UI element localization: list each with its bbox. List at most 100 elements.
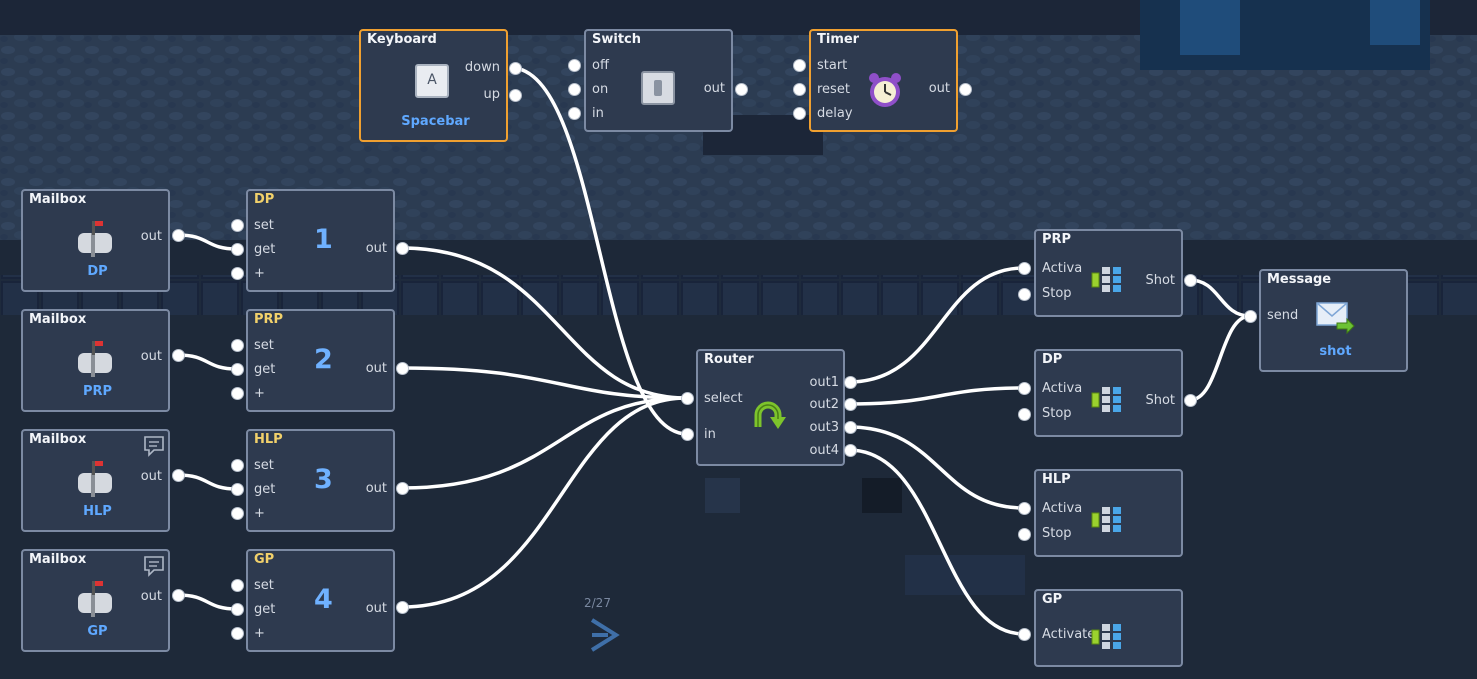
- weapon-node-gp[interactable]: GP Activate: [1034, 589, 1183, 667]
- weapon-hlp-activate-port[interactable]: [1018, 502, 1031, 515]
- variable-gp-set-port[interactable]: [231, 579, 244, 592]
- router-node[interactable]: Router select in out1 out2 out3 out4: [696, 349, 845, 466]
- out-port-label: out: [140, 469, 162, 484]
- switch-in-port[interactable]: [568, 107, 581, 120]
- mailbox-node-dp[interactable]: Mailbox DP out: [21, 189, 170, 292]
- activate-port-label: Activa: [1042, 261, 1083, 276]
- shot-port-label: Shot: [1145, 393, 1175, 408]
- weapon-node-prp[interactable]: PRP Activa Stop Shot: [1034, 229, 1183, 317]
- timer-start-port[interactable]: [793, 59, 806, 72]
- variable-dp-out-port[interactable]: [396, 242, 409, 255]
- envelope-send-icon: [1316, 302, 1355, 335]
- weapon-prp-activate-port[interactable]: [1018, 262, 1031, 275]
- node-title: Message: [1267, 272, 1332, 287]
- get-port-label: get: [254, 482, 276, 497]
- weapon-dp-activate-port[interactable]: [1018, 382, 1031, 395]
- variable-hlp-plus-port[interactable]: [231, 507, 244, 520]
- variable-prp-out-port[interactable]: [396, 362, 409, 375]
- mailbox-dp-out-port[interactable]: [172, 229, 185, 242]
- weapon-module-icon: [1091, 624, 1121, 649]
- variable-gp-out-port[interactable]: [396, 601, 409, 614]
- reset-port-label: reset: [817, 82, 850, 97]
- off-port-label: off: [592, 58, 609, 73]
- mailbox-node-hlp[interactable]: Mailbox HLP out: [21, 429, 170, 532]
- node-title: Mailbox: [29, 312, 87, 327]
- keyboard-key-icon: A: [415, 64, 449, 98]
- variable-prp-set-port[interactable]: [231, 339, 244, 352]
- switch-on-port[interactable]: [568, 83, 581, 96]
- out-port-label: out: [703, 81, 725, 96]
- mailbox-node-gp[interactable]: Mailbox GP out: [21, 549, 170, 652]
- weapon-dp-shot-port[interactable]: [1184, 394, 1197, 407]
- switch-out-port[interactable]: [735, 83, 748, 96]
- router-out2-port[interactable]: [844, 398, 857, 411]
- mailbox-prp-out-port[interactable]: [172, 349, 185, 362]
- router-out1-port[interactable]: [844, 376, 857, 389]
- plus-port-label: +: [254, 386, 265, 401]
- weapon-gp-activate-port[interactable]: [1018, 628, 1031, 641]
- variable-node-dp[interactable]: DP set get + 1 out: [246, 189, 395, 292]
- toggle-switch-icon: [641, 71, 675, 105]
- mailbox-name: GP: [87, 624, 108, 639]
- set-port-label: set: [254, 338, 274, 353]
- weapon-hlp-stop-port[interactable]: [1018, 528, 1031, 541]
- weapon-node-dp[interactable]: DP Activa Stop Shot: [1034, 349, 1183, 437]
- out-port-label: out: [365, 601, 387, 616]
- send-port-label: send: [1267, 308, 1299, 323]
- variable-hlp-out-port[interactable]: [396, 482, 409, 495]
- variable-node-gp[interactable]: GP set get + 4 out: [246, 549, 395, 652]
- weapon-dp-stop-port[interactable]: [1018, 408, 1031, 421]
- variable-dp-set-port[interactable]: [231, 219, 244, 232]
- switch-off-port[interactable]: [568, 59, 581, 72]
- alarm-clock-icon: [869, 73, 901, 107]
- timer-node[interactable]: Timer start reset delay out: [809, 29, 958, 132]
- get-port-label: get: [254, 242, 276, 257]
- timer-delay-port[interactable]: [793, 107, 806, 120]
- variable-hlp-set-port[interactable]: [231, 459, 244, 472]
- out-port-label: out: [140, 349, 162, 364]
- timer-out-port[interactable]: [959, 83, 972, 96]
- stop-port-label: Stop: [1042, 286, 1072, 301]
- weapon-node-hlp[interactable]: HLP Activa Stop: [1034, 469, 1183, 557]
- variable-prp-get-port[interactable]: [231, 363, 244, 376]
- weapon-prp-stop-port[interactable]: [1018, 288, 1031, 301]
- out-port-label: out: [928, 81, 950, 96]
- keyboard-down-port[interactable]: [509, 62, 522, 75]
- variable-node-prp[interactable]: PRP set get + 2 out: [246, 309, 395, 412]
- keyboard-up-port[interactable]: [509, 89, 522, 102]
- node-title: Keyboard: [367, 32, 437, 47]
- variable-value: 1: [314, 224, 333, 255]
- router-out3-port[interactable]: [844, 421, 857, 434]
- mailbox-name: PRP: [82, 384, 113, 399]
- variable-dp-plus-port[interactable]: [231, 267, 244, 280]
- message-node[interactable]: Message send shot: [1259, 269, 1408, 372]
- node-title: GP: [254, 552, 275, 567]
- router-out4-port[interactable]: [844, 444, 857, 457]
- message-name: shot: [1319, 344, 1352, 359]
- router-select-port[interactable]: [681, 392, 694, 405]
- switch-node[interactable]: Switch off on in out: [584, 29, 733, 132]
- variable-node-hlp[interactable]: HLP set get + 3 out: [246, 429, 395, 532]
- variable-dp-get-port[interactable]: [231, 243, 244, 256]
- mailbox-name: DP: [87, 264, 108, 279]
- plus-port-label: +: [254, 626, 265, 641]
- mailbox-node-prp[interactable]: Mailbox PRP out: [21, 309, 170, 412]
- router-arrows-icon: [754, 401, 786, 429]
- node-title: Router: [704, 352, 754, 367]
- variable-prp-plus-port[interactable]: [231, 387, 244, 400]
- weapon-prp-shot-port[interactable]: [1184, 274, 1197, 287]
- activate-port-label: Activa: [1042, 381, 1083, 396]
- variable-hlp-get-port[interactable]: [231, 483, 244, 496]
- mailbox-gp-out-port[interactable]: [172, 589, 185, 602]
- timer-reset-port[interactable]: [793, 83, 806, 96]
- message-send-port[interactable]: [1244, 310, 1257, 323]
- next-page-icon[interactable]: [588, 616, 622, 654]
- variable-gp-plus-port[interactable]: [231, 627, 244, 640]
- variable-gp-get-port[interactable]: [231, 603, 244, 616]
- router-in-port[interactable]: [681, 428, 694, 441]
- out-port-label: out: [365, 481, 387, 496]
- keyboard-node[interactable]: Keyboard A Spacebar down up: [359, 29, 508, 142]
- out4-port-label: out4: [809, 443, 839, 458]
- mailbox-hlp-out-port[interactable]: [172, 469, 185, 482]
- out-port-label: out: [140, 589, 162, 604]
